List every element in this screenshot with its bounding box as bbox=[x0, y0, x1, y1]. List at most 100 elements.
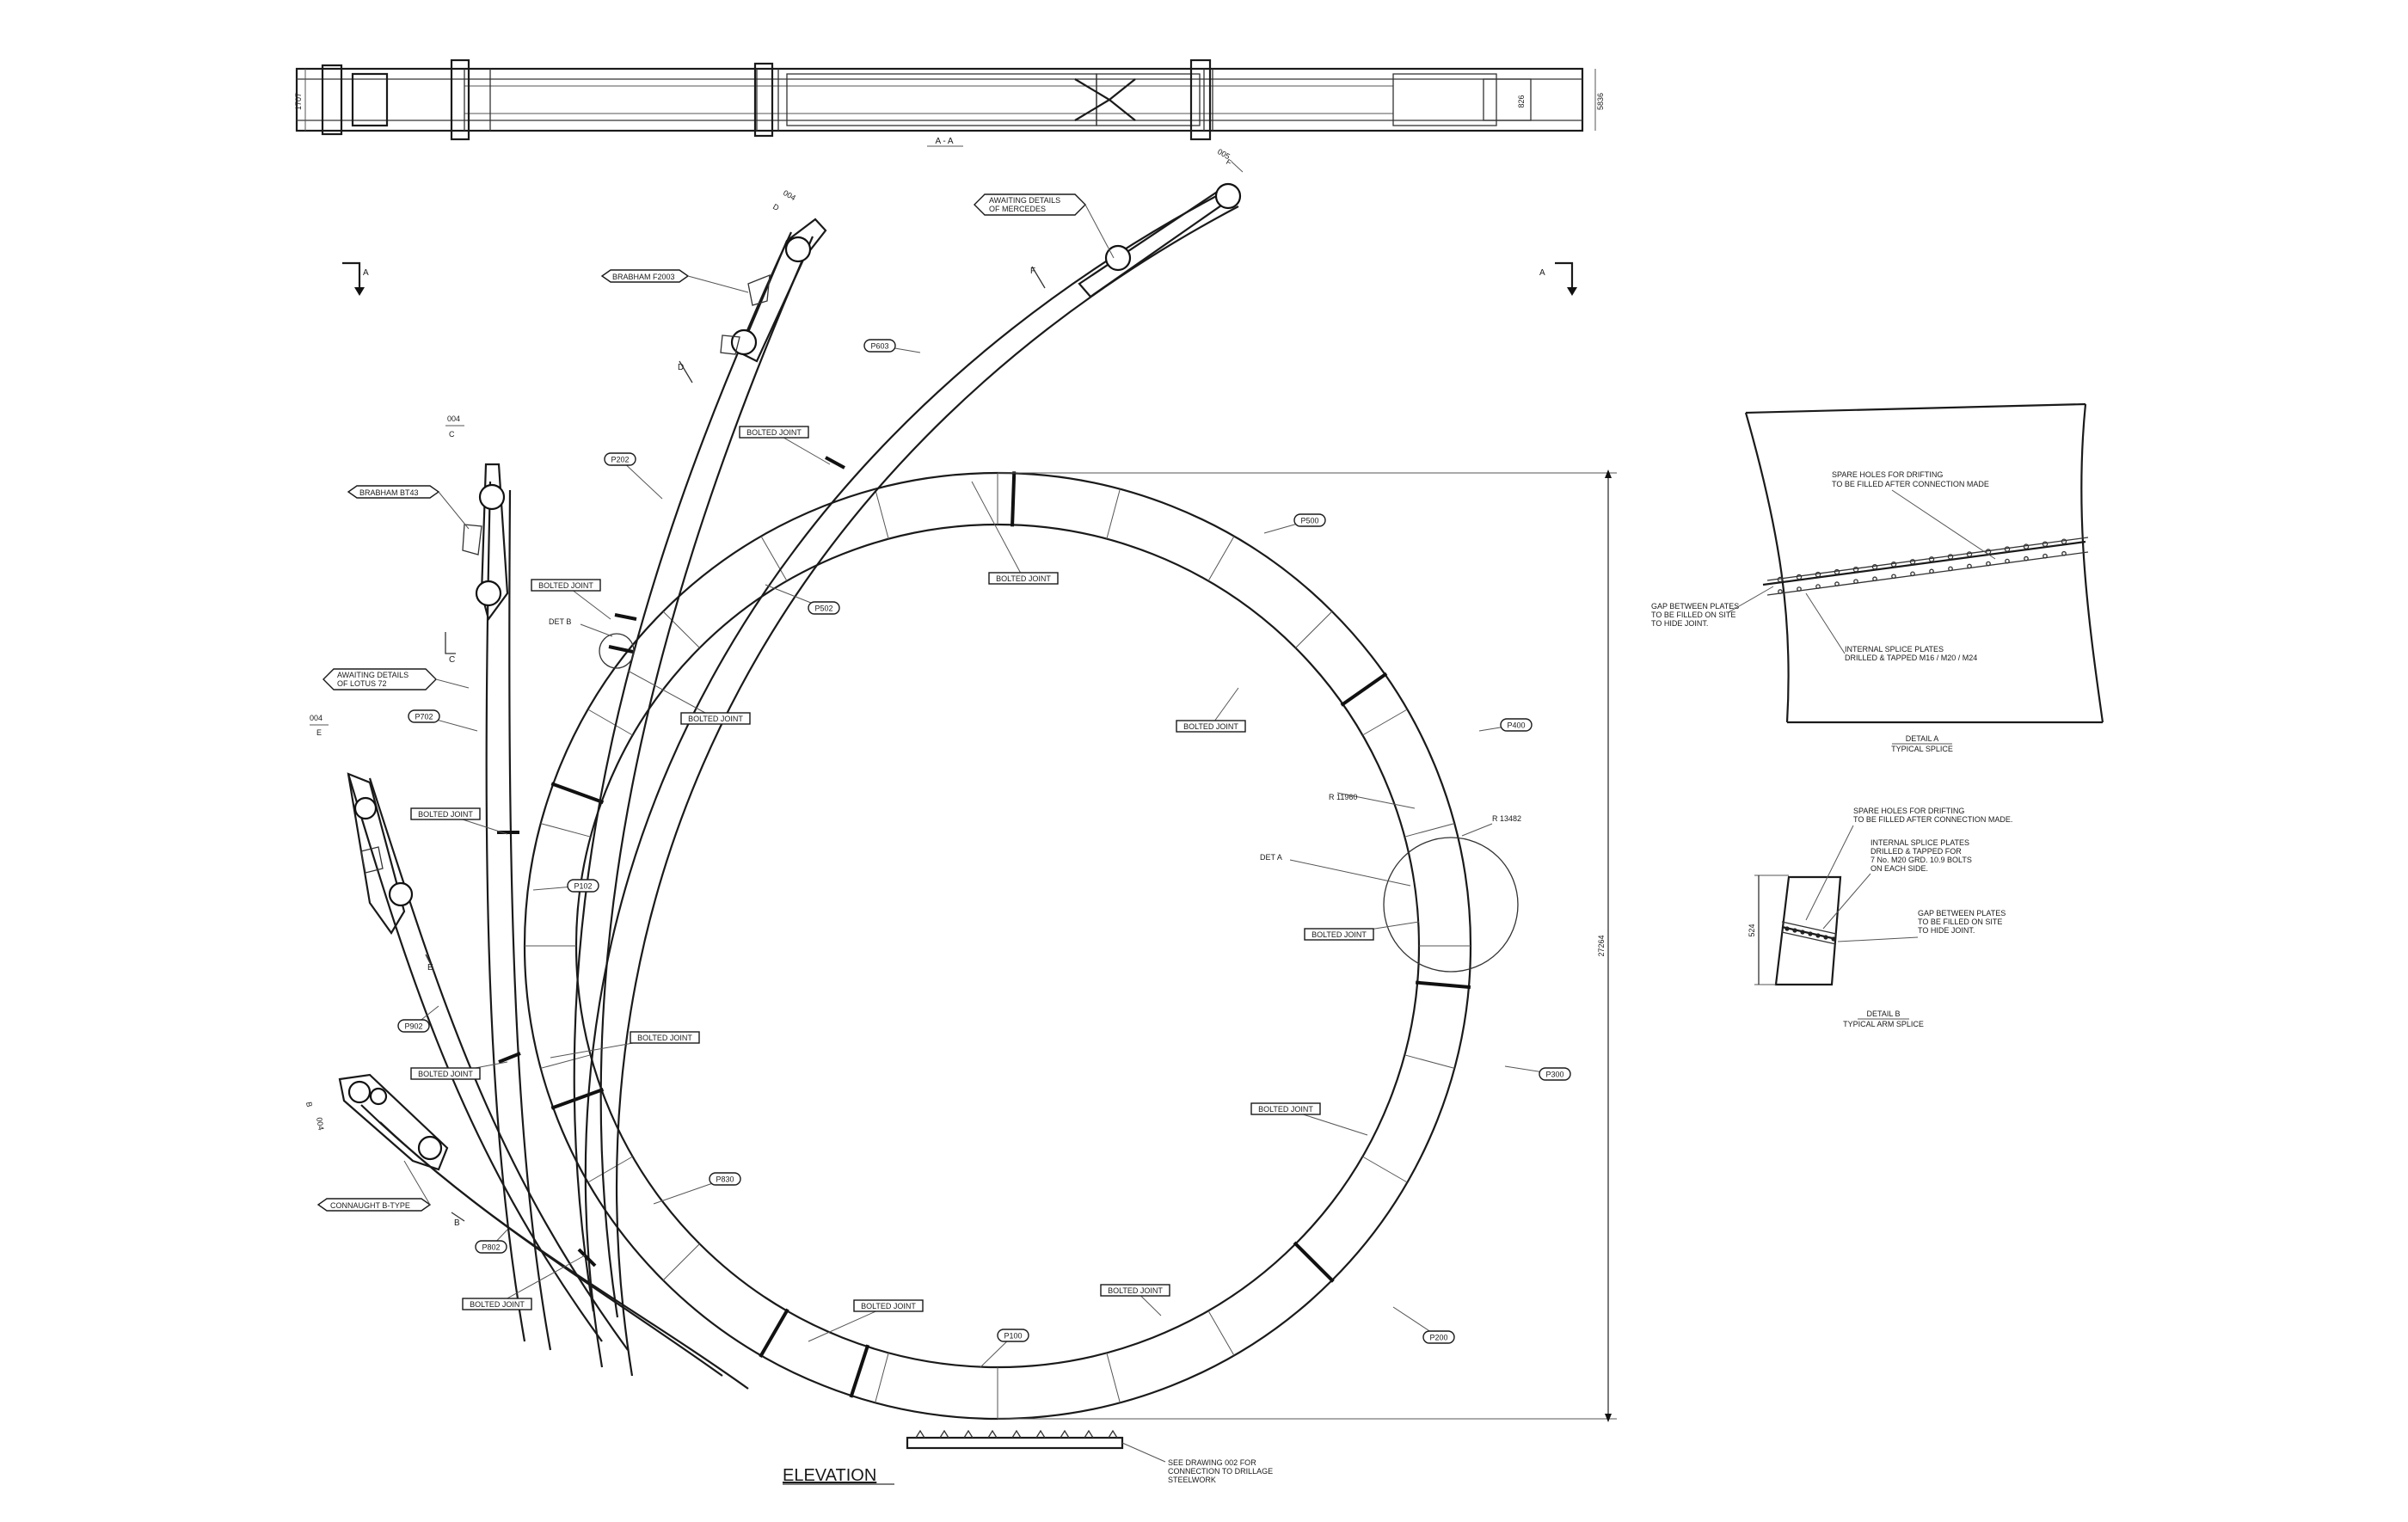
label-lotus-72: AWAITING DETAILS OF LOTUS 72 bbox=[322, 668, 470, 690]
bolted-joint-tag: BOLTED JOINT bbox=[1176, 687, 1246, 733]
bolted-joint-tag: BOLTED JOINT bbox=[627, 670, 751, 725]
splice-hole bbox=[1929, 568, 1934, 574]
bolted-joint-label: BOLTED JOINT bbox=[746, 428, 802, 437]
svg-text:7 No. M20 GRD. 10.9 BOLTS: 7 No. M20 GRD. 10.9 BOLTS bbox=[1870, 856, 1972, 864]
svg-text:TO BE FILLED AFTER CONNECTION: TO BE FILLED AFTER CONNECTION MADE. bbox=[1853, 815, 2012, 824]
splice-hole bbox=[1796, 574, 1803, 580]
part-mark-p-top: P500 bbox=[1263, 513, 1326, 534]
splice-hole bbox=[2005, 558, 2010, 564]
splice-hole bbox=[1815, 933, 1821, 938]
car-mercedes bbox=[1078, 182, 1242, 298]
ring-joint bbox=[550, 782, 605, 804]
section-marker-right: A bbox=[1539, 261, 1577, 296]
part-mark-tags: P500P400P300P200P100P830P603P202P502P702… bbox=[397, 339, 1571, 1368]
bolted-joint-label: BOLTED JOINT bbox=[996, 574, 1051, 583]
part-mark-label: P100 bbox=[1004, 1332, 1022, 1341]
car-connaught bbox=[338, 1073, 449, 1171]
label-mercedes: AWAITING DETAILS OF MERCEDES bbox=[974, 193, 1115, 259]
ring-joint bbox=[550, 1088, 605, 1110]
drillage-tick bbox=[1084, 1429, 1094, 1439]
svg-text:D: D bbox=[678, 363, 684, 372]
ring-segment-line bbox=[1207, 1310, 1235, 1356]
section-dim-overall: 5836 bbox=[1596, 93, 1605, 110]
bolted-joint-tag: BOLTED JOINT bbox=[808, 1299, 924, 1342]
svg-text:ON EACH SIDE.: ON EACH SIDE. bbox=[1870, 864, 1928, 873]
height-dimension: 27264 bbox=[1597, 935, 1606, 956]
svg-text:OF LOTUS 72: OF LOTUS 72 bbox=[337, 679, 387, 688]
detail-b: 524 SPARE HOLES FOR DRIFTING TO BE FILLE… bbox=[1748, 807, 2012, 1028]
part-mark-p-arm-f: P603 bbox=[863, 339, 921, 353]
bolted-joint-label: BOLTED JOINT bbox=[1183, 722, 1238, 731]
splice-hole bbox=[1967, 563, 1972, 569]
drillage-tick bbox=[1035, 1429, 1046, 1439]
bolted-joint-tag: BOLTED JOINT bbox=[462, 1255, 586, 1310]
splice-hole bbox=[1948, 566, 1953, 572]
detail-a-title: DETAIL A bbox=[1906, 734, 1939, 743]
svg-text:B: B bbox=[454, 1218, 460, 1228]
bolted-joint-tag: BOLTED JOINT bbox=[531, 579, 611, 620]
ring-segment-line bbox=[1106, 1353, 1121, 1403]
drillage-tick bbox=[963, 1429, 974, 1439]
det-b-label: DET B bbox=[549, 617, 571, 626]
bolted-joint-tags: BOLTED JOINT BOLTED JOINT BOLTED JOINT BOLT… bbox=[410, 426, 1420, 1342]
part-mark-p-inner-left: P102 bbox=[532, 879, 599, 893]
detail-b-dim: 524 bbox=[1748, 924, 1756, 936]
splice-hole bbox=[2061, 550, 2067, 556]
svg-text:DRILLED & TAPPED FOR: DRILLED & TAPPED FOR bbox=[1870, 847, 1962, 856]
part-mark-label: P400 bbox=[1507, 721, 1525, 730]
ring-joint-lines bbox=[550, 471, 1471, 1398]
svg-text:TO HIDE JOINT.: TO HIDE JOINT. bbox=[1651, 619, 1708, 628]
ring-joint bbox=[1415, 980, 1471, 990]
part-mark-p-bottom-right: P200 bbox=[1392, 1306, 1455, 1344]
svg-text:C: C bbox=[449, 430, 455, 439]
svg-text:F: F bbox=[1225, 157, 1233, 168]
splice-hole bbox=[1834, 581, 1840, 587]
part-mark-label: P300 bbox=[1545, 1071, 1563, 1079]
splice-hole bbox=[1797, 586, 1802, 592]
det-a-label: DET A bbox=[1260, 853, 1282, 862]
svg-text:C: C bbox=[449, 655, 455, 665]
splice-hole bbox=[1947, 554, 1954, 560]
svg-text:E: E bbox=[316, 728, 322, 737]
svg-text:INTERNAL SPLICE PLATES: INTERNAL SPLICE PLATES bbox=[1845, 645, 1944, 654]
part-mark-p-inner-lower: P830 bbox=[653, 1172, 741, 1205]
splice-hole bbox=[1986, 561, 1991, 567]
splice-hole bbox=[1777, 576, 1784, 583]
splice-hole bbox=[2023, 543, 2030, 549]
ring-joint bbox=[759, 1308, 789, 1359]
detail-ref-c: 004 C bbox=[445, 414, 464, 439]
svg-text:GAP BETWEEN PLATES: GAP BETWEEN PLATES bbox=[1651, 602, 1739, 611]
bolted-joint-tag: BOLTED JOINT bbox=[410, 1061, 508, 1080]
ring-joint bbox=[849, 1344, 870, 1398]
svg-text:SEE DRAWING 002 FOR: SEE DRAWING 002 FOR bbox=[1168, 1458, 1256, 1467]
splice-hole bbox=[2024, 555, 2029, 562]
ring-segment-line bbox=[662, 1243, 700, 1281]
detail-ref-f: 005 F bbox=[1216, 147, 1244, 173]
ring-segment-line bbox=[540, 823, 591, 838]
part-mark-p-arm-c: P702 bbox=[408, 709, 478, 732]
svg-text:004: 004 bbox=[782, 188, 797, 202]
bolted-joint-label: BOLTED JOINT bbox=[1258, 1105, 1313, 1114]
svg-text:CONNAUGHT B-TYPE: CONNAUGHT B-TYPE bbox=[330, 1201, 410, 1210]
bolted-joint-label: BOLTED JOINT bbox=[418, 1070, 473, 1078]
splice-hole bbox=[1928, 556, 1935, 562]
part-mark-label: P902 bbox=[404, 1022, 422, 1031]
detail-a: SPARE HOLES FOR DRIFTING TO BE FILLED AF… bbox=[1651, 402, 2104, 753]
bolted-joint-label: BOLTED JOINT bbox=[688, 715, 743, 723]
svg-text:AWAITING DETAILS: AWAITING DETAILS bbox=[989, 196, 1060, 205]
part-mark-p-right-lower: P300 bbox=[1504, 1065, 1571, 1081]
splice-hole bbox=[2004, 546, 2011, 552]
arms bbox=[347, 193, 1239, 1390]
part-mark-p-arm-e: P902 bbox=[397, 1005, 439, 1033]
bolted-joint-tag: BOLTED JOINT bbox=[1304, 921, 1420, 941]
drillage-ticks bbox=[915, 1429, 1118, 1439]
radius-leaders: R 11960 R 13482 DET A bbox=[1260, 792, 1521, 887]
svg-text:004: 004 bbox=[310, 714, 322, 722]
svg-text:004: 004 bbox=[315, 1117, 325, 1132]
car-lotus-72 bbox=[347, 772, 414, 936]
ring-segment-line bbox=[1362, 1156, 1408, 1183]
bolted-joint-tag: BOLTED JOINT bbox=[971, 481, 1059, 585]
splice-hole bbox=[1784, 926, 1790, 931]
bolted-joint-tag: BOLTED JOINT bbox=[1100, 1284, 1170, 1316]
